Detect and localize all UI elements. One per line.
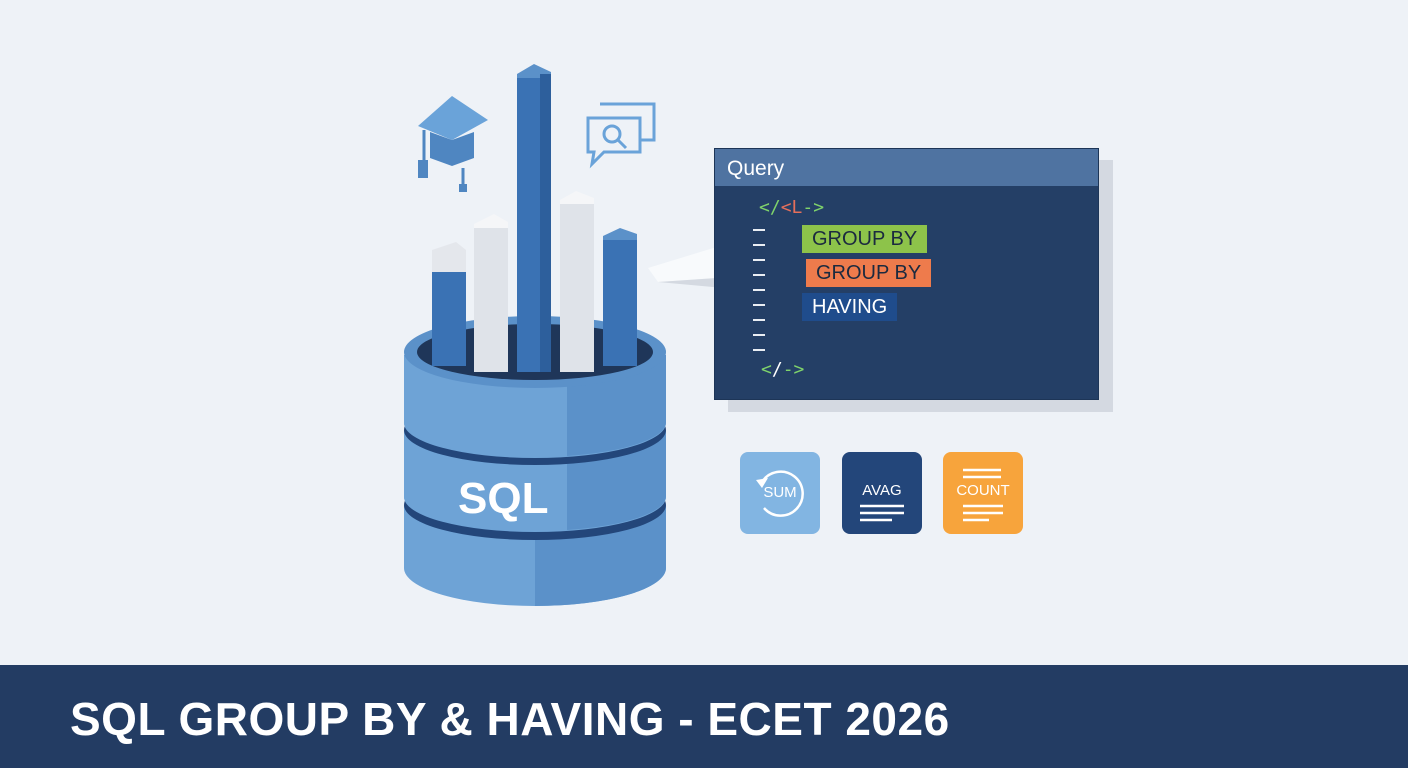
- query-panel-header: Query: [715, 149, 1098, 186]
- keyword-group-by-1: GROUP BY: [802, 225, 928, 253]
- query-panel: Query </<L-> GROUP BY GROUP BY HAVING </…: [714, 148, 1099, 400]
- sum-label: SUM: [763, 484, 797, 501]
- banner-title: SQL GROUP BY & HAVING - ECET 2026: [70, 693, 950, 745]
- bar-5: [603, 228, 637, 366]
- open-tag: </<L->: [759, 197, 825, 218]
- close-tag: </->: [761, 359, 805, 380]
- chat-search-icon: [586, 102, 656, 169]
- illustration: [404, 64, 1075, 606]
- document-lines-icon: [963, 468, 1003, 522]
- avg-tile: AVAG: [842, 452, 922, 534]
- sum-tile: SUM: [740, 452, 820, 534]
- count-label: COUNT: [956, 482, 1010, 499]
- bar-1: [432, 242, 466, 366]
- count-tile: COUNT: [943, 452, 1023, 534]
- bar-chart-graphic: [432, 64, 637, 372]
- database-label: SQL: [458, 474, 549, 523]
- bar-3: [517, 64, 551, 372]
- query-panel-title: Query: [727, 157, 785, 180]
- line-gutter: [753, 229, 767, 364]
- keyword-group-by-2: GROUP BY: [806, 259, 932, 287]
- avg-label: AVAG: [862, 482, 902, 499]
- bar-4: [560, 191, 594, 372]
- graduation-cap-icon: [418, 96, 488, 192]
- lines-icon: [860, 504, 904, 522]
- title-banner: [0, 665, 1408, 768]
- refresh-icon: [756, 470, 804, 517]
- bar-2: [474, 214, 508, 372]
- keyword-having: HAVING: [802, 293, 898, 321]
